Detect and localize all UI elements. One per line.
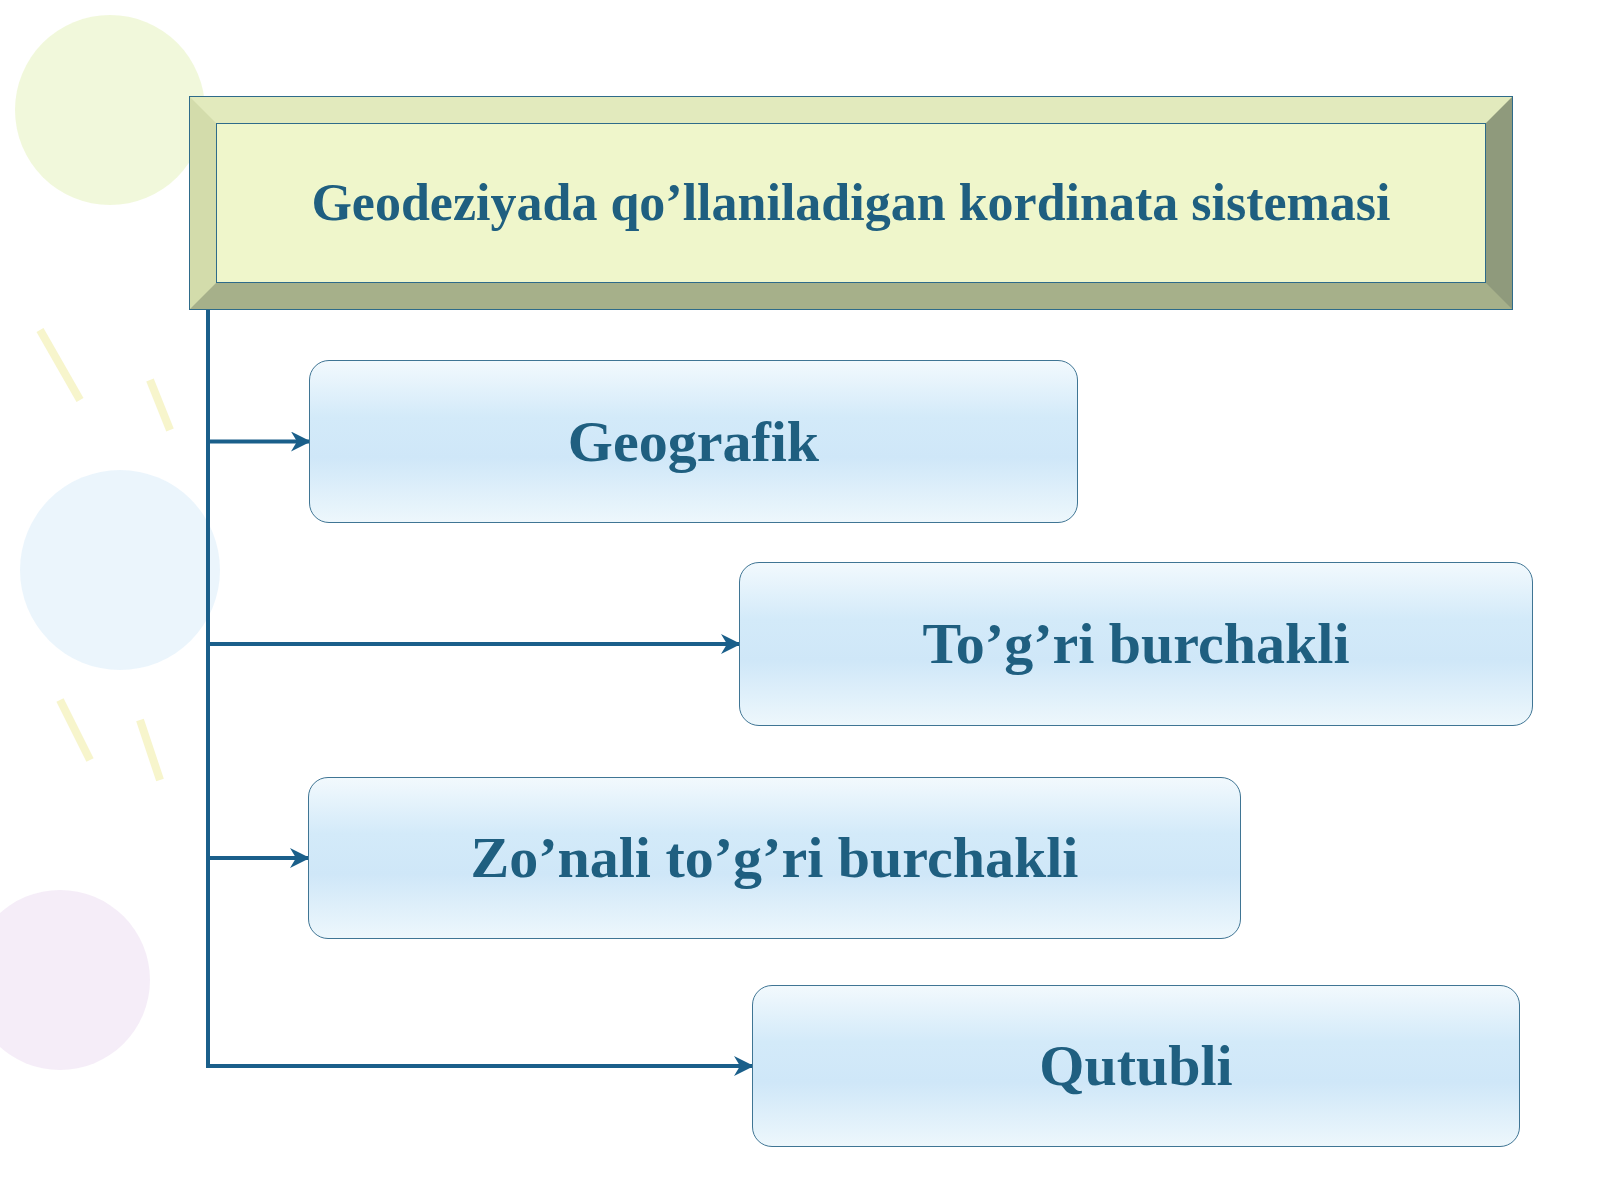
box-label: Qutubli xyxy=(1039,1031,1232,1101)
connector-arrow xyxy=(208,309,309,442)
category-box: To’g’ri burchakli xyxy=(739,562,1533,726)
category-box: Qutubli xyxy=(752,985,1520,1147)
title-box: Geodeziyada qo’llaniladigan kordinata si… xyxy=(190,97,1512,309)
title-text: Geodeziyada qo’llaniladigan kordinata si… xyxy=(291,172,1410,234)
box-label: Geografik xyxy=(568,407,819,477)
category-box: Geografik xyxy=(309,360,1078,523)
category-box: Zo’nali to’g’ri burchakli xyxy=(308,777,1241,939)
connector-arrow xyxy=(208,309,308,858)
box-label: Zo’nali to’g’ri burchakli xyxy=(471,823,1079,893)
box-label: To’g’ri burchakli xyxy=(922,609,1349,679)
